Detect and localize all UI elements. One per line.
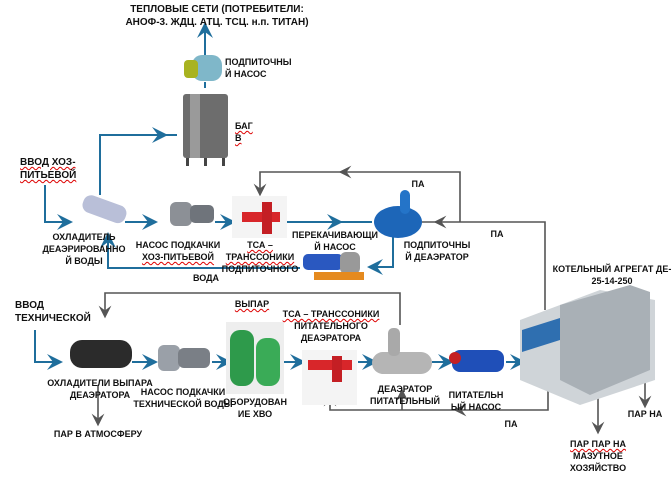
cooler-deaerated-water[interactable]: [80, 193, 128, 225]
label-boiler: КОТЕЛЬНЫЙ АГРЕГАТ ДЕ-25-14-250: [552, 264, 672, 286]
feed-deaerator[interactable]: [372, 328, 432, 374]
label-vypar: ВЫПАР: [234, 299, 270, 309]
label-input-potable: ВВОД ХОЗ-ПИТЬЕВОЙ: [20, 157, 77, 181]
transfer-pump[interactable]: [303, 252, 364, 280]
makeup-deaerator[interactable]: [374, 190, 422, 238]
label-pa-right: ПА: [490, 229, 504, 239]
hvo-equipment[interactable]: [226, 322, 284, 394]
tsa-makeup[interactable]: [232, 196, 287, 238]
pump-potable[interactable]: [170, 202, 214, 226]
label-steam-atmosphere: ПАР В АТМОСФЕРУ: [53, 429, 143, 439]
feed-pump[interactable]: [449, 350, 504, 372]
title-line2: АНОФ-3. ЖДЦ. АТЦ. ТСЦ. н.п. ТИТАН): [125, 17, 309, 28]
tsa-feed[interactable]: [302, 350, 357, 405]
label-pa-top: ПА: [411, 179, 425, 189]
water-lines: [34, 22, 526, 370]
cooler-vapor[interactable]: [70, 340, 132, 368]
pump-technical[interactable]: [158, 345, 210, 371]
label-pa-bottom: ПА: [504, 419, 518, 429]
makeup-pump-top[interactable]: [184, 55, 222, 81]
label-steam-to: ПАР НА: [627, 409, 663, 419]
boiler-unit[interactable]: [520, 285, 655, 405]
label-water: ВОДА: [192, 273, 220, 283]
bag-tank[interactable]: [183, 94, 228, 166]
title-line1: ТЕПЛОВЫЕ СЕТИ (ПОТРЕБИТЕЛИ:: [130, 4, 304, 15]
